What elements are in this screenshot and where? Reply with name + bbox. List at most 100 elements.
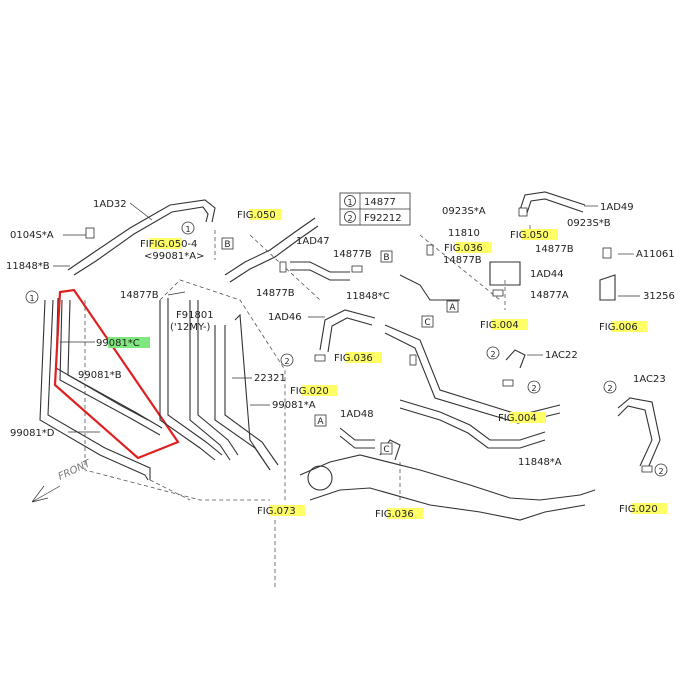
label-fig050-mid[interactable]: FIG.050 [237,210,276,221]
label-11848-c[interactable]: 11848*C [346,291,390,302]
label-1ad48[interactable]: 1AD48 [340,409,374,420]
legend-callout-2[interactable] [344,211,356,223]
box-b[interactable]: B [380,250,393,263]
clamp-icon[interactable] [314,354,326,362]
label-fig004-a[interactable]: FIG.004 [480,320,519,331]
label-11848-a[interactable]: 11848*A [518,457,562,468]
highlight-fig020-a [302,385,338,396]
svg-text:1: 1 [185,225,190,234]
highlight-fig036-a [346,352,382,363]
svg-text:2: 2 [607,384,612,393]
highlight-fig020-b [631,503,667,514]
label-0923s-b[interactable]: 0923S*B [567,218,611,229]
label-11848-b[interactable]: 11848*B [6,261,50,272]
label-1ac23[interactable]: 1AC23 [633,374,666,385]
highlight-fig050-mid [249,209,282,220]
legend-part-1[interactable]: 14877 [364,197,396,208]
bolt-icon[interactable] [602,247,612,259]
bolt-icon[interactable] [426,244,434,256]
callout-1[interactable]: 1 [181,221,195,235]
label-11810[interactable]: 11810 [448,228,480,239]
box-c[interactable]: C [380,442,393,455]
label-fig036-a[interactable]: FIG.036 [334,353,373,364]
label-1ad32[interactable]: 1AD32 [93,199,127,210]
label-31256[interactable]: 31256 [643,291,675,302]
callout-1[interactable]: 1 [25,290,39,304]
legend-part-2[interactable]: F92212 [364,213,402,224]
legend-symbol-1: 1 [347,198,352,207]
highlight-fig036-c [456,242,492,253]
svg-text:2: 2 [531,384,536,393]
label-12my: ('12MY-) [170,322,211,333]
label-14877b-a[interactable]: 14877B [333,249,372,260]
label-22321[interactable]: 22321 [254,373,286,384]
highlight-fig050-right [522,229,558,240]
label-1ad47[interactable]: 1AD47 [296,236,330,247]
label-0923s-a[interactable]: 0923S*A [442,206,486,217]
svg-text:C: C [383,445,389,455]
svg-text:C: C [424,318,430,328]
clamp-icon[interactable] [502,379,514,387]
label-14877b-b[interactable]: 14877B [256,288,295,299]
svg-text:B: B [224,240,230,250]
box-a[interactable]: A [446,300,459,313]
label-fig004-b[interactable]: FIG.004 [498,413,537,424]
highlight-fig050-left [149,238,182,249]
highlight-99081c [108,337,150,348]
label-99081-a[interactable]: 99081*A [272,400,316,411]
label-14877b-e[interactable]: 14877B [443,255,482,266]
highlight-fig004-b [510,412,546,423]
bolt-icon[interactable] [409,354,417,366]
label-fig050-right[interactable]: FIG.050 [510,230,549,241]
label-fig006[interactable]: FIG.006 [599,322,638,333]
svg-text:1: 1 [29,294,34,303]
label-fig036-b[interactable]: FIG.036 [375,509,414,520]
label-fig020-b[interactable]: FIG.020 [619,504,658,515]
bolt-icon[interactable] [85,227,95,239]
svg-text:2: 2 [658,467,663,476]
label-fig020-a[interactable]: FIG.020 [290,386,329,397]
label-fig050-4[interactable]: FIFIG.050-4 [140,239,197,250]
label-99081a-paren[interactable]: <99081*A> [144,251,204,262]
label-1ac22[interactable]: 1AC22 [545,350,578,361]
label-14877b-d[interactable]: 14877B [535,244,574,255]
callout-2[interactable]: 2 [486,346,500,360]
selected-part-outline[interactable] [53,288,180,460]
clamp-icon[interactable] [279,261,287,273]
label-99081-b[interactable]: 99081*B [78,370,122,381]
left-hoses [39,199,270,501]
svg-text:A: A [449,303,456,313]
label-99081-d[interactable]: 99081*D [10,428,55,439]
clamp-icon[interactable] [518,207,528,217]
label-99081-c[interactable]: 99081*C [96,338,140,349]
svg-text:B: B [383,253,389,263]
callout-2[interactable]: 2 [527,380,541,394]
box-a[interactable]: A [314,414,327,427]
legend-symbol-2: 2 [347,214,352,223]
label-1ad46[interactable]: 1AD46 [268,312,302,323]
label-1ad44[interactable]: 1AD44 [530,269,564,280]
callout-2[interactable]: 2 [654,463,668,477]
callout-2[interactable]: 2 [603,380,617,394]
legend-callout-1[interactable] [344,195,356,207]
label-f91801[interactable]: F91801 [176,310,214,321]
label-1ad49[interactable]: 1AD49 [600,202,634,213]
svg-text:2: 2 [284,357,289,366]
label-fig073[interactable]: FIG.073 [257,506,296,517]
front-arrow-icon [31,485,61,503]
box-b[interactable]: B [221,237,234,250]
label-a11061[interactable]: A11061 [636,249,675,260]
label-14877b-c[interactable]: 14877B [120,290,159,301]
label-0104s-a[interactable]: 0104S*A [10,230,54,241]
callouts: 1 1 2 2 2 2 2 B B A C A C [25,221,668,477]
clamp-icon[interactable] [351,265,363,273]
highlight-fig073 [269,505,305,516]
callout-2[interactable]: 2 [280,353,294,367]
svg-text:2: 2 [490,350,495,359]
label-fig036-c[interactable]: FIG.036 [444,243,483,254]
clamp-icon[interactable] [492,289,504,297]
label-14877a[interactable]: 14877A [530,290,569,301]
box-c[interactable]: C [421,315,434,328]
clamp-icon[interactable] [641,465,653,473]
